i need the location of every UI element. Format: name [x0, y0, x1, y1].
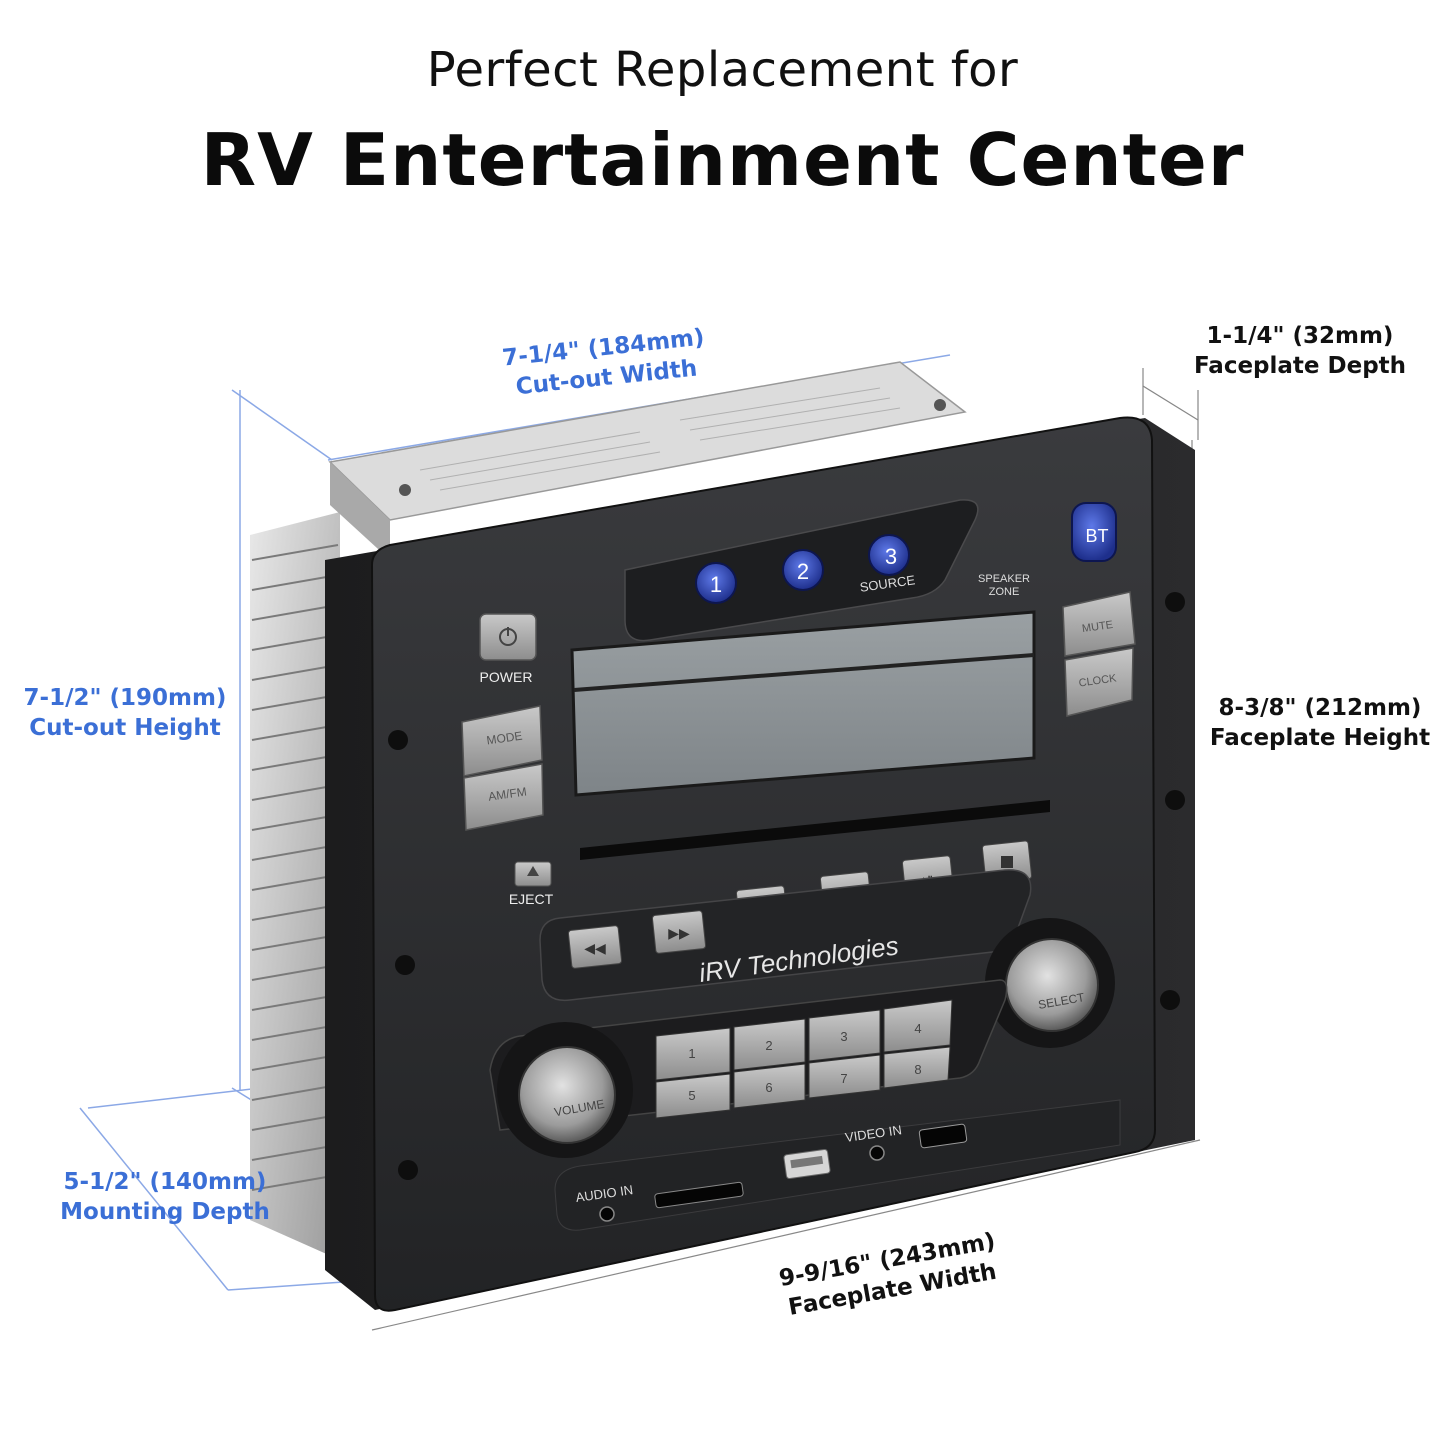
zone-key-4 [883, 999, 953, 1053]
select-knob[interactable]: SELECT [985, 918, 1115, 1048]
source-1-label: 1 [710, 572, 722, 597]
rewind-button [567, 925, 623, 969]
volume-knob[interactable]: VOLUME [497, 1022, 633, 1158]
svg-text:CLOCK: CLOCK [1078, 672, 1118, 689]
heatsink [250, 512, 340, 1260]
zone-key-2 [733, 1018, 806, 1071]
dimension-mounting-depth: 5-1/2" (140mm) Mounting Depth [40, 1168, 290, 1228]
hdmi-port[interactable] [918, 1123, 968, 1149]
svg-text:1: 1 [688, 1046, 695, 1061]
cutout-height-value: 7-1/2" (190mm) [23, 685, 227, 711]
svg-text:5: 5 [688, 1088, 695, 1103]
clock-button[interactable]: CLOCK [1064, 647, 1134, 717]
faceplate-depth-label: Faceplate Depth [1193, 352, 1407, 379]
dimension-faceplate-height: 8-3/8" (212mm) Faceplate Height [1195, 694, 1445, 754]
disc-slot [580, 800, 1050, 860]
source-2-button[interactable] [782, 549, 824, 591]
source-buttons: 1 2 3 SOURCE [695, 534, 916, 604]
video-in-jack[interactable] [869, 1145, 885, 1161]
svg-text:◀◀: ◀◀ [584, 940, 606, 956]
svg-text:4: 4 [914, 1021, 921, 1036]
svg-text:AM/FM: AM/FM [487, 784, 527, 803]
zone-keypad[interactable]: 1 2 3 4 5 6 7 8 [655, 999, 953, 1119]
dimension-faceplate-depth: 1-1/4" (32mm) Faceplate Depth [1175, 322, 1425, 382]
zone-key-5 [655, 1073, 731, 1119]
power-button[interactable] [479, 613, 537, 661]
mute-button[interactable]: MUTE [1062, 591, 1136, 657]
transport-row-bottom[interactable]: ◀◀ ▶▶ [567, 910, 707, 969]
svg-text:6: 6 [765, 1080, 772, 1095]
eject-label: EJECT [509, 891, 554, 907]
zone-key-8 [883, 1046, 951, 1089]
svg-text:8: 8 [914, 1062, 921, 1077]
headline-line-1: Perfect Replacement for [426, 42, 1019, 98]
dimension-cutout-height: 7-1/2" (190mm) Cut-out Height [10, 684, 240, 744]
svg-text:▶▶: ▶▶ [668, 925, 690, 941]
eject-button[interactable] [514, 861, 552, 887]
power-label: POWER [480, 669, 533, 685]
headline-line-2: RV Entertainment Center [200, 118, 1245, 202]
sd-card-slot[interactable] [654, 1181, 744, 1209]
lcd-display [570, 610, 1036, 797]
bt-label: BT [1085, 526, 1108, 546]
brand-panel [539, 869, 1032, 1002]
fast-forward-button [651, 910, 707, 954]
faceplate-height-label: Faceplate Height [1209, 724, 1431, 751]
mounting-depth-label: Mounting Depth [60, 1198, 270, 1225]
zone-key-3 [808, 1009, 881, 1062]
zone-key-7 [808, 1054, 881, 1099]
source-2-label: 2 [797, 559, 809, 584]
svg-text:3: 3 [840, 1029, 847, 1044]
top-chassis [328, 361, 967, 560]
cutout-height-label: Cut-out Height [29, 714, 221, 741]
mounting-depth-value: 5-1/2" (140mm) [63, 1169, 267, 1195]
svg-text:MODE: MODE [486, 729, 524, 748]
speaker-zone-label-2: ZONE [989, 586, 1020, 598]
zone-key-1 [655, 1027, 731, 1081]
mode-button[interactable]: MODE [461, 705, 543, 777]
faceplate-depth-value: 1-1/4" (32mm) [1206, 323, 1394, 349]
speaker-zone-label-1: SPEAKER [978, 573, 1030, 585]
audio-in-jack[interactable] [599, 1206, 615, 1222]
source-3-label: 3 [885, 544, 897, 569]
source-3-button[interactable] [868, 534, 910, 576]
source-1-button[interactable] [695, 562, 737, 604]
svg-text:7: 7 [840, 1071, 847, 1086]
amfm-button[interactable]: AM/FM [463, 763, 544, 831]
svg-text:2: 2 [765, 1038, 772, 1053]
bluetooth-button[interactable]: BT [1071, 502, 1117, 562]
svg-text:MUTE: MUTE [1081, 619, 1114, 635]
faceplate-height-value: 8-3/8" (212mm) [1218, 695, 1422, 721]
zone-key-6 [733, 1063, 806, 1109]
